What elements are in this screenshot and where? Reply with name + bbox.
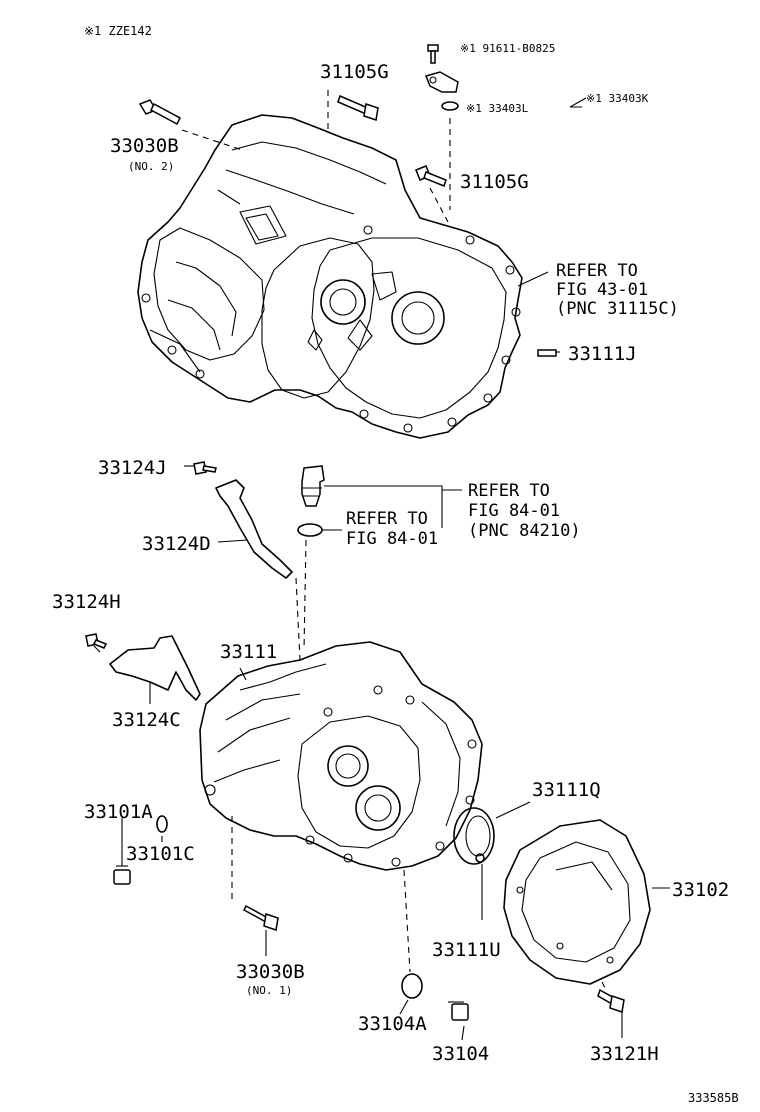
plug-33101A-icon xyxy=(113,865,131,885)
label-33030B-no2: 33030B xyxy=(110,135,179,157)
bracket-33124D-icon xyxy=(215,479,293,579)
bracket-33124C-icon xyxy=(109,635,201,701)
gasket-84-01-icon xyxy=(297,523,323,537)
refer-to-1-line1: REFER TO xyxy=(556,261,638,281)
label-33124J: 33124J xyxy=(98,457,167,479)
label-33030B-no1: 33030B xyxy=(236,961,305,983)
label-33101C: 33101C xyxy=(126,843,195,865)
case-cover-33102-drawing xyxy=(503,819,651,985)
bolt-91611-icon xyxy=(427,44,439,64)
label-33121H: 33121H xyxy=(590,1043,659,1065)
refer-to-3-line1: REFER TO xyxy=(346,509,428,529)
washer-33403L-icon xyxy=(441,101,459,111)
figure-id: 333585B xyxy=(688,1091,739,1105)
header-note: ※1 ZZE142 xyxy=(84,24,152,38)
bracket-33403 xyxy=(569,97,587,108)
pin-33111U-icon xyxy=(475,853,485,863)
transmission-case-drawing xyxy=(199,641,483,871)
label-33111: 33111 xyxy=(220,641,277,663)
label-33101A: 33101A xyxy=(84,801,153,823)
label-33403L: ※1 33403L xyxy=(466,102,529,115)
lower-leaders xyxy=(93,465,670,1041)
refer-to-2-line3: (PNC 84210) xyxy=(468,521,581,541)
upper-small-parts xyxy=(138,44,557,357)
label-33104A: 33104A xyxy=(358,1013,427,1035)
label-31105G-top: 31105G xyxy=(320,61,389,83)
bolt-33124H-icon xyxy=(85,633,108,649)
label-33403K: ※1 33403K xyxy=(586,92,649,105)
bolt-33124J-icon xyxy=(193,461,217,475)
bolt-33030B-no1-icon xyxy=(243,904,279,931)
plug-33104-icon xyxy=(448,1001,469,1021)
gasket-33104A-icon xyxy=(401,973,423,999)
bolt-33030B-no2-icon xyxy=(138,99,181,126)
label-31105G-mid: 31105G xyxy=(460,171,529,193)
label-33030B-no1-sub: (NO. 1) xyxy=(246,984,292,997)
label-33102: 33102 xyxy=(672,879,729,901)
refer-to-2-line1: REFER TO xyxy=(468,481,550,501)
label-33124H: 33124H xyxy=(52,591,121,613)
bolt-33121H-icon xyxy=(597,988,625,1013)
refer-to-3-line2: FIG 84-01 xyxy=(346,529,438,549)
bolt-31105G-mid-icon xyxy=(415,165,447,187)
refer-to-1-line2: FIG 43-01 xyxy=(556,280,648,300)
label-33124C: 33124C xyxy=(112,709,181,731)
refer-to-2-line2: FIG 84-01 xyxy=(468,501,560,521)
label-33111U: 33111U xyxy=(432,939,501,961)
label-91611-B0825: ※1 91611-B0825 xyxy=(460,42,555,55)
seal-33111Q-icon xyxy=(453,807,495,865)
gasket-33101C-icon xyxy=(156,815,168,833)
bolt-31105G-top-icon xyxy=(337,94,379,121)
label-33124D: 33124D xyxy=(142,533,211,555)
label-33111J: 33111J xyxy=(568,343,637,365)
lower-small-parts xyxy=(85,461,625,1021)
lever-33403K-icon xyxy=(424,71,459,93)
sensor-84210-icon xyxy=(301,465,325,507)
label-33030B-no2-sub: (NO. 2) xyxy=(128,160,174,173)
label-33104: 33104 xyxy=(432,1043,489,1065)
pin-33111J-icon xyxy=(537,349,557,357)
refer-to-1-line3: (PNC 31115C) xyxy=(556,299,679,319)
label-33111Q: 33111Q xyxy=(532,779,601,801)
transaxle-housing-drawing xyxy=(137,114,523,439)
